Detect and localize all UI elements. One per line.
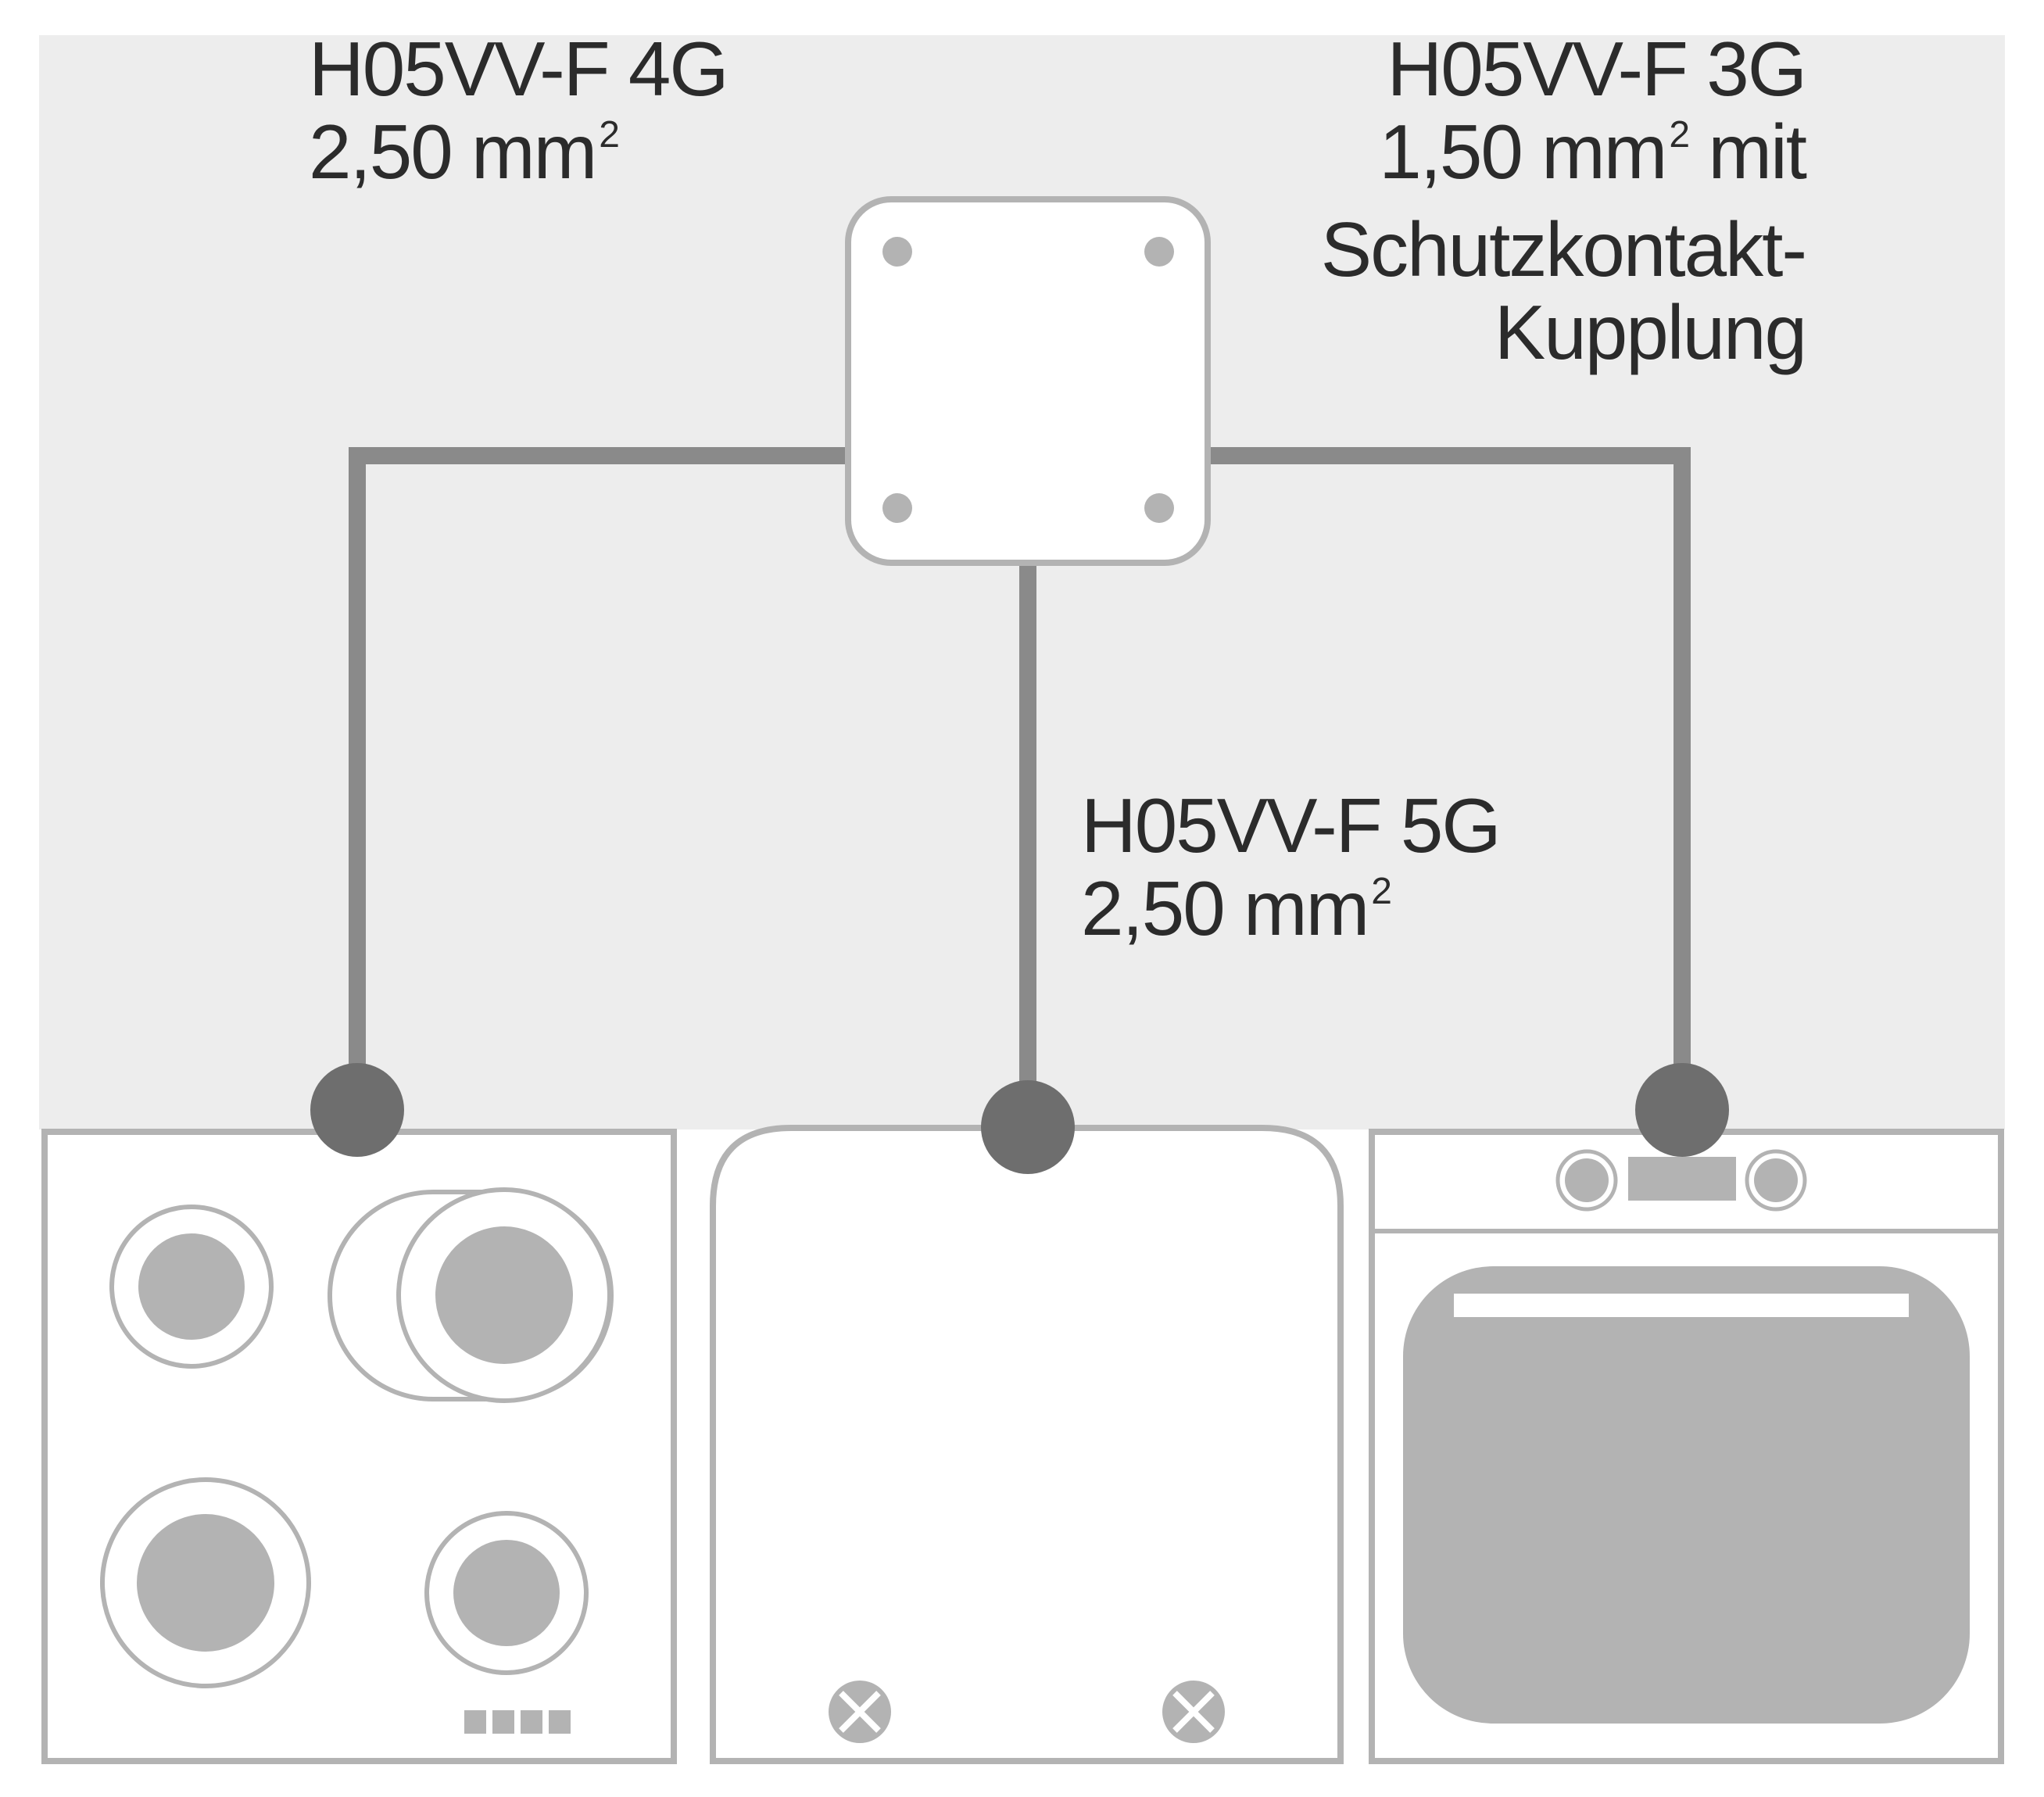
dishwasher-icon	[710, 1125, 1344, 1764]
connector-right	[1635, 1063, 1729, 1157]
cable-left	[349, 447, 852, 1110]
junction-box-icon	[845, 196, 1211, 566]
cable-right	[1208, 447, 1691, 1110]
oven-icon	[1369, 1129, 2004, 1764]
label-left-cable: H05VV-F 4G 2,50 mm2	[309, 26, 729, 208]
connector-center	[981, 1080, 1075, 1174]
label-right-size: 1,50 mm2 mit	[1379, 109, 1807, 195]
label-center-size: 2,50 mm2	[1081, 865, 1392, 951]
label-center-cable: H05VV-F 5G 2,50 mm2	[1081, 782, 1502, 965]
label-center-type: H05VV-F 5G	[1081, 782, 1502, 868]
label-left-size: 2,50 mm2	[309, 109, 620, 195]
cooktop-icon	[41, 1129, 677, 1764]
label-left-type: H05VV-F 4G	[309, 26, 729, 112]
label-right-type: H05VV-F 3G	[1387, 26, 1807, 112]
connector-left	[310, 1063, 404, 1157]
label-right-coupling-1: Schutzkontakt-	[1320, 206, 1807, 292]
foot-left-icon	[829, 1681, 891, 1743]
label-right-coupling-2: Kupplung	[1494, 289, 1807, 375]
label-right-cable: H05VV-F 3G 1,50 mm2 mit Schutzkontakt- K…	[1320, 26, 1807, 375]
foot-right-icon	[1162, 1681, 1225, 1743]
cables	[349, 447, 1691, 1126]
